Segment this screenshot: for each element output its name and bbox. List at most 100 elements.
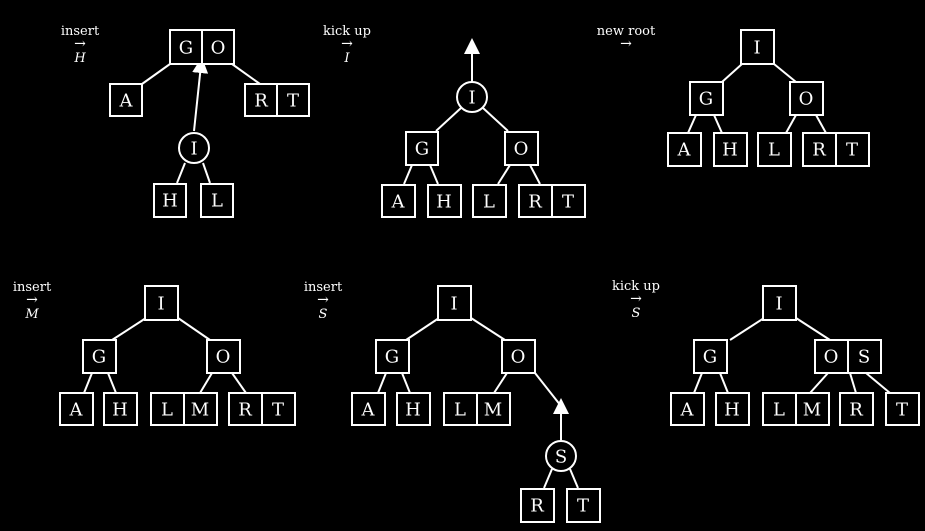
- tree-6: I G O S A H L M R: [670, 285, 920, 426]
- kicked-node-circle: [545, 440, 577, 472]
- key-box: [396, 392, 431, 426]
- node-key: T: [577, 496, 589, 517]
- node-t: T: [885, 392, 920, 426]
- step-arg-text: S: [319, 307, 328, 322]
- node-key: L: [483, 192, 495, 213]
- node-key: R: [812, 140, 826, 161]
- step-label-5: insert → S: [304, 280, 343, 322]
- node-h: H: [396, 392, 431, 426]
- node-a: A: [109, 83, 143, 117]
- tree-edge: [534, 372, 562, 407]
- tree-edge: [482, 107, 509, 132]
- node-h: H: [713, 132, 748, 167]
- node-a: A: [381, 184, 416, 218]
- key-box: [427, 184, 462, 218]
- node-i: I: [762, 285, 797, 321]
- key-box: [351, 392, 386, 426]
- key-box: [201, 29, 235, 65]
- node-key: T: [896, 400, 908, 421]
- key-box: [200, 183, 234, 218]
- tree-edge: [849, 372, 857, 394]
- tree-edge: [687, 114, 697, 134]
- key-box: [476, 392, 511, 426]
- node-key: I: [157, 294, 164, 315]
- node-key: A: [69, 400, 84, 421]
- tree-edge: [795, 317, 831, 341]
- node-r-t: R T: [802, 132, 870, 167]
- node-key: O: [799, 89, 814, 110]
- key-box: [566, 488, 601, 523]
- key-box: [375, 339, 410, 374]
- node-key: I: [450, 294, 457, 315]
- key-box: [405, 131, 439, 166]
- node-g: G: [82, 339, 117, 374]
- node-a: A: [59, 392, 94, 426]
- key-box: [153, 183, 187, 218]
- tree-edge: [377, 372, 387, 394]
- node-key: L: [768, 140, 780, 161]
- key-box: [839, 392, 874, 426]
- node-o: O: [789, 81, 824, 116]
- key-box: [244, 83, 278, 117]
- kick-up-arrow: [192, 57, 209, 132]
- kicked-node-circle: [456, 81, 488, 113]
- node-a: A: [667, 132, 702, 167]
- key-box: [757, 132, 792, 167]
- node-key: O: [211, 38, 226, 59]
- right-arrow-icon: →: [341, 36, 353, 52]
- tree-edge: [231, 372, 247, 394]
- node-r-t: R T: [228, 392, 296, 426]
- node-l: L: [757, 132, 792, 167]
- node-t: T: [566, 488, 601, 523]
- tree-edge: [199, 372, 213, 394]
- key-box: [144, 285, 179, 321]
- key-box: [504, 131, 539, 166]
- node-i: I: [437, 285, 472, 321]
- step-arg-text: S: [632, 306, 641, 321]
- step-action-text: insert: [304, 280, 343, 295]
- key-box: [670, 392, 705, 426]
- node-g: G: [405, 131, 439, 166]
- key-box: [814, 339, 849, 374]
- node-key: A: [361, 400, 376, 421]
- key-box: [551, 184, 586, 218]
- node-key: I: [775, 294, 782, 315]
- tree-edge: [83, 372, 93, 394]
- node-o: O: [501, 339, 536, 374]
- node-h: H: [103, 392, 138, 426]
- node-key: A: [680, 400, 695, 421]
- key-box: [740, 29, 775, 65]
- key-box: [789, 81, 824, 116]
- node-key: M: [484, 400, 502, 421]
- tree-4: I G O A H L M R T: [59, 285, 296, 426]
- tree-edge: [693, 372, 703, 394]
- tree-edge: [497, 164, 511, 185]
- node-o: O: [504, 131, 539, 166]
- step-arg-text: M: [24, 307, 39, 322]
- tree-edge: [405, 317, 440, 341]
- key-box: [847, 339, 882, 374]
- node-l: L: [200, 183, 234, 218]
- node-key: R: [254, 91, 268, 112]
- node-g-o: G O: [169, 29, 235, 65]
- key-box: [713, 132, 748, 167]
- node-i-circle: I: [456, 81, 488, 113]
- node-r-t: R T: [518, 184, 586, 218]
- tree-edge: [809, 372, 829, 394]
- node-key: I: [190, 139, 197, 160]
- node-key: A: [677, 140, 692, 161]
- key-box: [501, 339, 536, 374]
- step-label-1: insert → H: [61, 24, 100, 66]
- node-l-m: L M: [443, 392, 511, 426]
- tree-edge: [529, 164, 541, 185]
- node-l: L: [472, 184, 507, 218]
- key-box: [103, 392, 138, 426]
- tree-edge: [493, 372, 508, 394]
- step-label-2: kick up → I: [323, 24, 371, 66]
- node-key: O: [824, 347, 839, 368]
- node-key: M: [191, 400, 209, 421]
- right-arrow-icon: →: [620, 36, 632, 52]
- node-key: H: [436, 192, 452, 213]
- right-arrow-icon: →: [74, 36, 86, 52]
